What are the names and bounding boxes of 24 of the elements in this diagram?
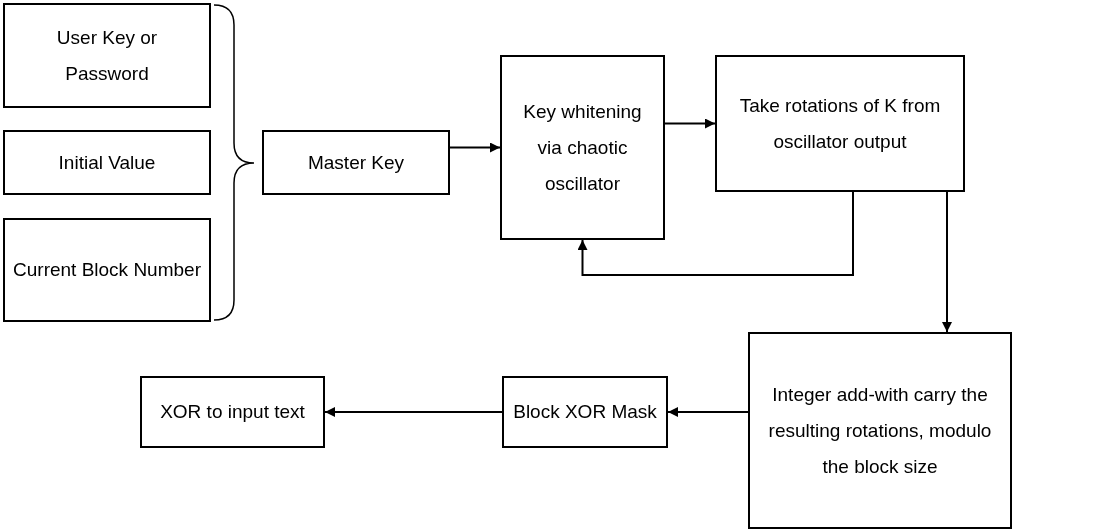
arrow (324, 407, 503, 417)
process-box (748, 332, 1012, 529)
arrow (664, 118, 716, 129)
box-label: Current Block Number (13, 258, 201, 282)
arrow (449, 142, 501, 153)
process-box (140, 376, 325, 448)
box-label: Initial Value (58, 150, 156, 175)
process-box (3, 130, 211, 195)
box-label: Master Key (307, 150, 405, 175)
process-box (3, 3, 211, 108)
arrow (942, 191, 952, 333)
arrow (667, 407, 749, 417)
box-label: Take rotations of K from oscillator output (738, 93, 942, 154)
arrow (577, 191, 854, 276)
process-box (715, 55, 965, 192)
process-box (502, 376, 668, 448)
box-label: User Key or Password (55, 25, 159, 86)
process-box (500, 55, 665, 240)
box-label: XOR to input text (160, 400, 305, 424)
process-box (3, 218, 211, 322)
box-label: Block XOR Mask (513, 400, 657, 424)
box-label: Key whitening via chaotic oscillator (522, 99, 643, 196)
process-box (262, 130, 450, 195)
box-label: Integer add-with carry the resulting rotations, modulo the block size (767, 382, 993, 479)
